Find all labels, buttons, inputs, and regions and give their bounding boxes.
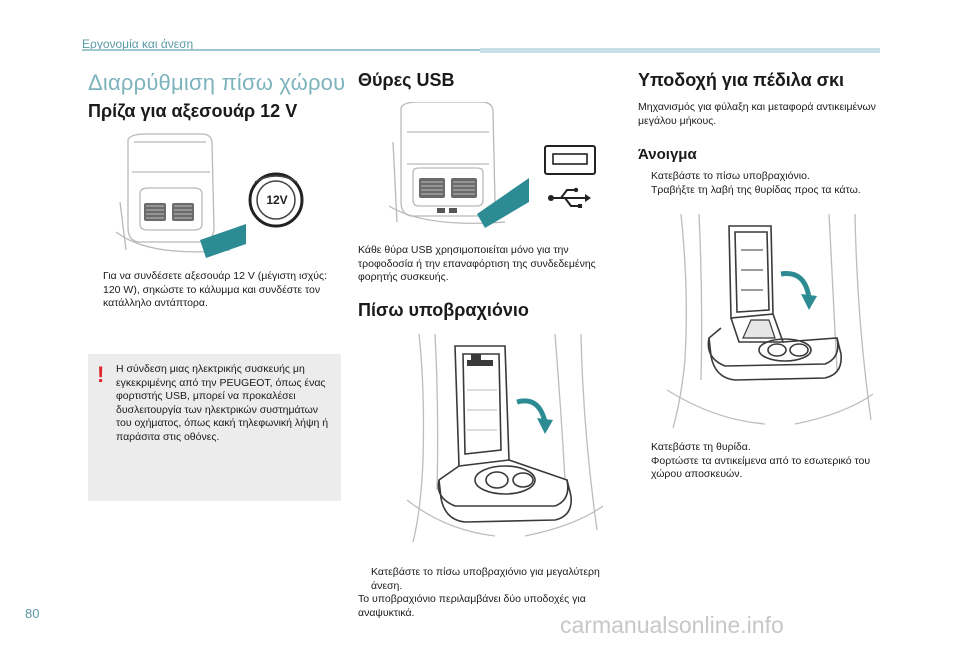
heading-opening: Άνοιγμα <box>638 146 697 163</box>
bullet-item: Για να συνδέσετε αξεσουάρ 12 V (μέγιστη … <box>90 270 340 311</box>
watermark-text: carmanualsonline.info <box>560 612 784 638</box>
warning-text: Η σύνδεση μιας ηλεκτρικής συσκευής μη εγ… <box>116 363 329 443</box>
bullet-text: Τραβήξτε τη λαβή της θυρίδας προς τα κάτ… <box>651 183 861 196</box>
bullet-text: Κατεβάστε το πίσω υποβραχιόνιο για μεγαλ… <box>371 566 600 592</box>
header-rule <box>82 49 480 51</box>
ski-hatch-illustration <box>665 210 875 430</box>
opening-steps: Κατεβάστε το πίσω υποβραχιόνιο. Τραβήξτε… <box>638 170 888 197</box>
socket-12v-illustration <box>110 132 310 262</box>
armrest-note: Το υποβραχιόνιο περιλαμβάνει δύο υποδοχέ… <box>358 593 586 619</box>
bullet-item: Τραβήξτε τη λαβή της θυρίδας προς τα κάτ… <box>638 184 888 198</box>
heading-12v-socket: Πρίζα για αξεσουάρ 12 V <box>88 101 298 121</box>
ski-hatch-intro: Μηχανισμός για φύλαξη και μεταφορά αντικ… <box>638 101 876 127</box>
page-number: 80 <box>25 606 40 621</box>
warning-box: ! Η σύνδεση μιας ηλεκτρικής συσκευής μη … <box>88 354 341 501</box>
section-title: Διαρρύθμιση πίσω χώρου <box>88 70 346 95</box>
bullet-item: Κατεβάστε το πίσω υποβραχιόνιο για μεγαλ… <box>358 566 618 593</box>
col1-instruction: Για να συνδέσετε αξεσουάρ 12 V (μέγιστη … <box>90 270 340 311</box>
armrest-instructions: Κατεβάστε το πίσω υποβραχιόνιο για μεγαλ… <box>358 566 618 620</box>
bullet-item: Φορτώστε τα αντικείμενα από το εσωτερικό… <box>638 455 888 482</box>
usb-description: Κάθε θύρα USB χρησιμοποιείται μόνο για τ… <box>358 244 596 283</box>
heading-rear-armrest: Πίσω υποβραχιόνιο <box>358 300 529 320</box>
bullet-text: Για να συνδέσετε αξεσουάρ 12 V (μέγιστη … <box>103 270 328 309</box>
loading-steps: Κατεβάστε τη θυρίδα. Φορτώστε τα αντικεί… <box>638 441 888 482</box>
heading-usb: Θύρες USB <box>358 70 455 90</box>
bullet-item: Κατεβάστε το πίσω υποβραχιόνιο. <box>638 170 888 184</box>
chapter-title: Εργονομία και άνεση <box>82 37 194 51</box>
usb-ports-illustration <box>385 102 600 232</box>
bullet-text: Φορτώστε τα αντικείμενα από το εσωτερικό… <box>651 454 871 481</box>
warning-icon: ! <box>97 362 105 387</box>
bullet-text: Κατεβάστε τη θυρίδα. <box>651 441 751 453</box>
heading-ski-hatch: Υποδοχή για πέδιλα σκι <box>638 70 845 90</box>
header-rule-accent <box>480 48 880 53</box>
bullet-text: Κατεβάστε το πίσω υποβραχιόνιο. <box>651 170 810 182</box>
armrest-illustration <box>405 330 605 545</box>
bullet-item: Κατεβάστε τη θυρίδα. <box>638 441 888 455</box>
socket-12v-label: 12V <box>266 193 288 207</box>
